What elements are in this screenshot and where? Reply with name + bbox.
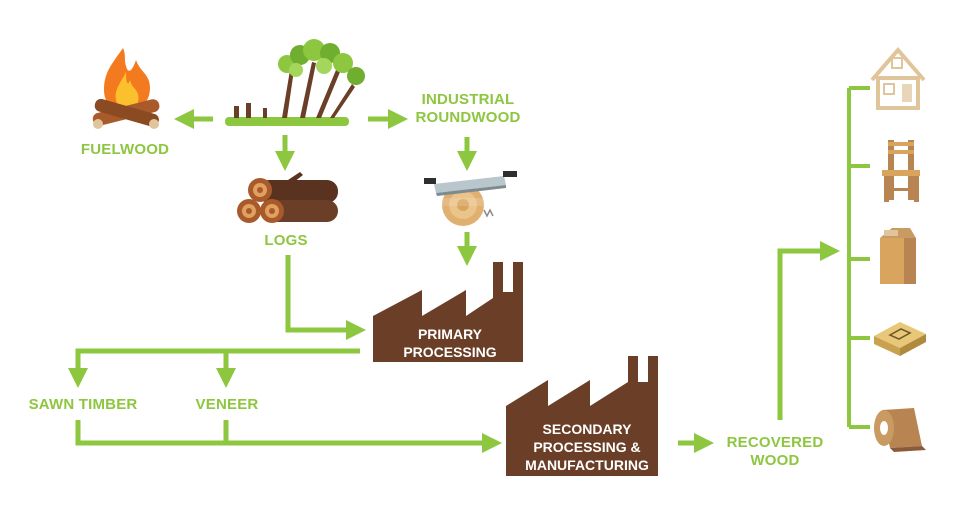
- connector-primary-outputs: [68, 348, 360, 388]
- chair-icon: [882, 140, 920, 202]
- veneer-label: VENEER: [195, 396, 259, 413]
- log-pile-icon: [237, 172, 338, 223]
- products-bracket: [847, 86, 870, 429]
- arrow-sawn-timber-to-secondary: [75, 420, 502, 453]
- campfire-icon: [92, 48, 160, 129]
- secondary-processing-label: SECONDARY PROCESSING & MANUFACTURING: [525, 421, 649, 473]
- primary-factory-shape: [373, 262, 523, 362]
- secondary-factory-shape: [506, 356, 658, 476]
- carton-icon: [880, 228, 916, 284]
- arrow-recovered-to-products: [777, 241, 840, 420]
- industrial-roundwood-label: INDUSTRIAL ROUNDWOOD: [415, 91, 521, 126]
- forest-icon: [225, 39, 365, 126]
- primary-processing-label: PRIMARY PROCESSING: [403, 326, 497, 360]
- board-icon: [874, 322, 926, 356]
- fuelwood-label: FUELWOOD: [80, 141, 170, 158]
- arrow-logs-to-primary: [285, 255, 366, 340]
- saw-log-icon: [424, 171, 517, 226]
- recovered-wood-label: RECOVERED WOOD: [726, 434, 824, 469]
- sawn-timber-label: SAWN TIMBER: [28, 396, 138, 413]
- house-icon: [870, 46, 926, 110]
- paper-roll-icon: [874, 408, 926, 452]
- logs-label: LOGS: [264, 232, 308, 249]
